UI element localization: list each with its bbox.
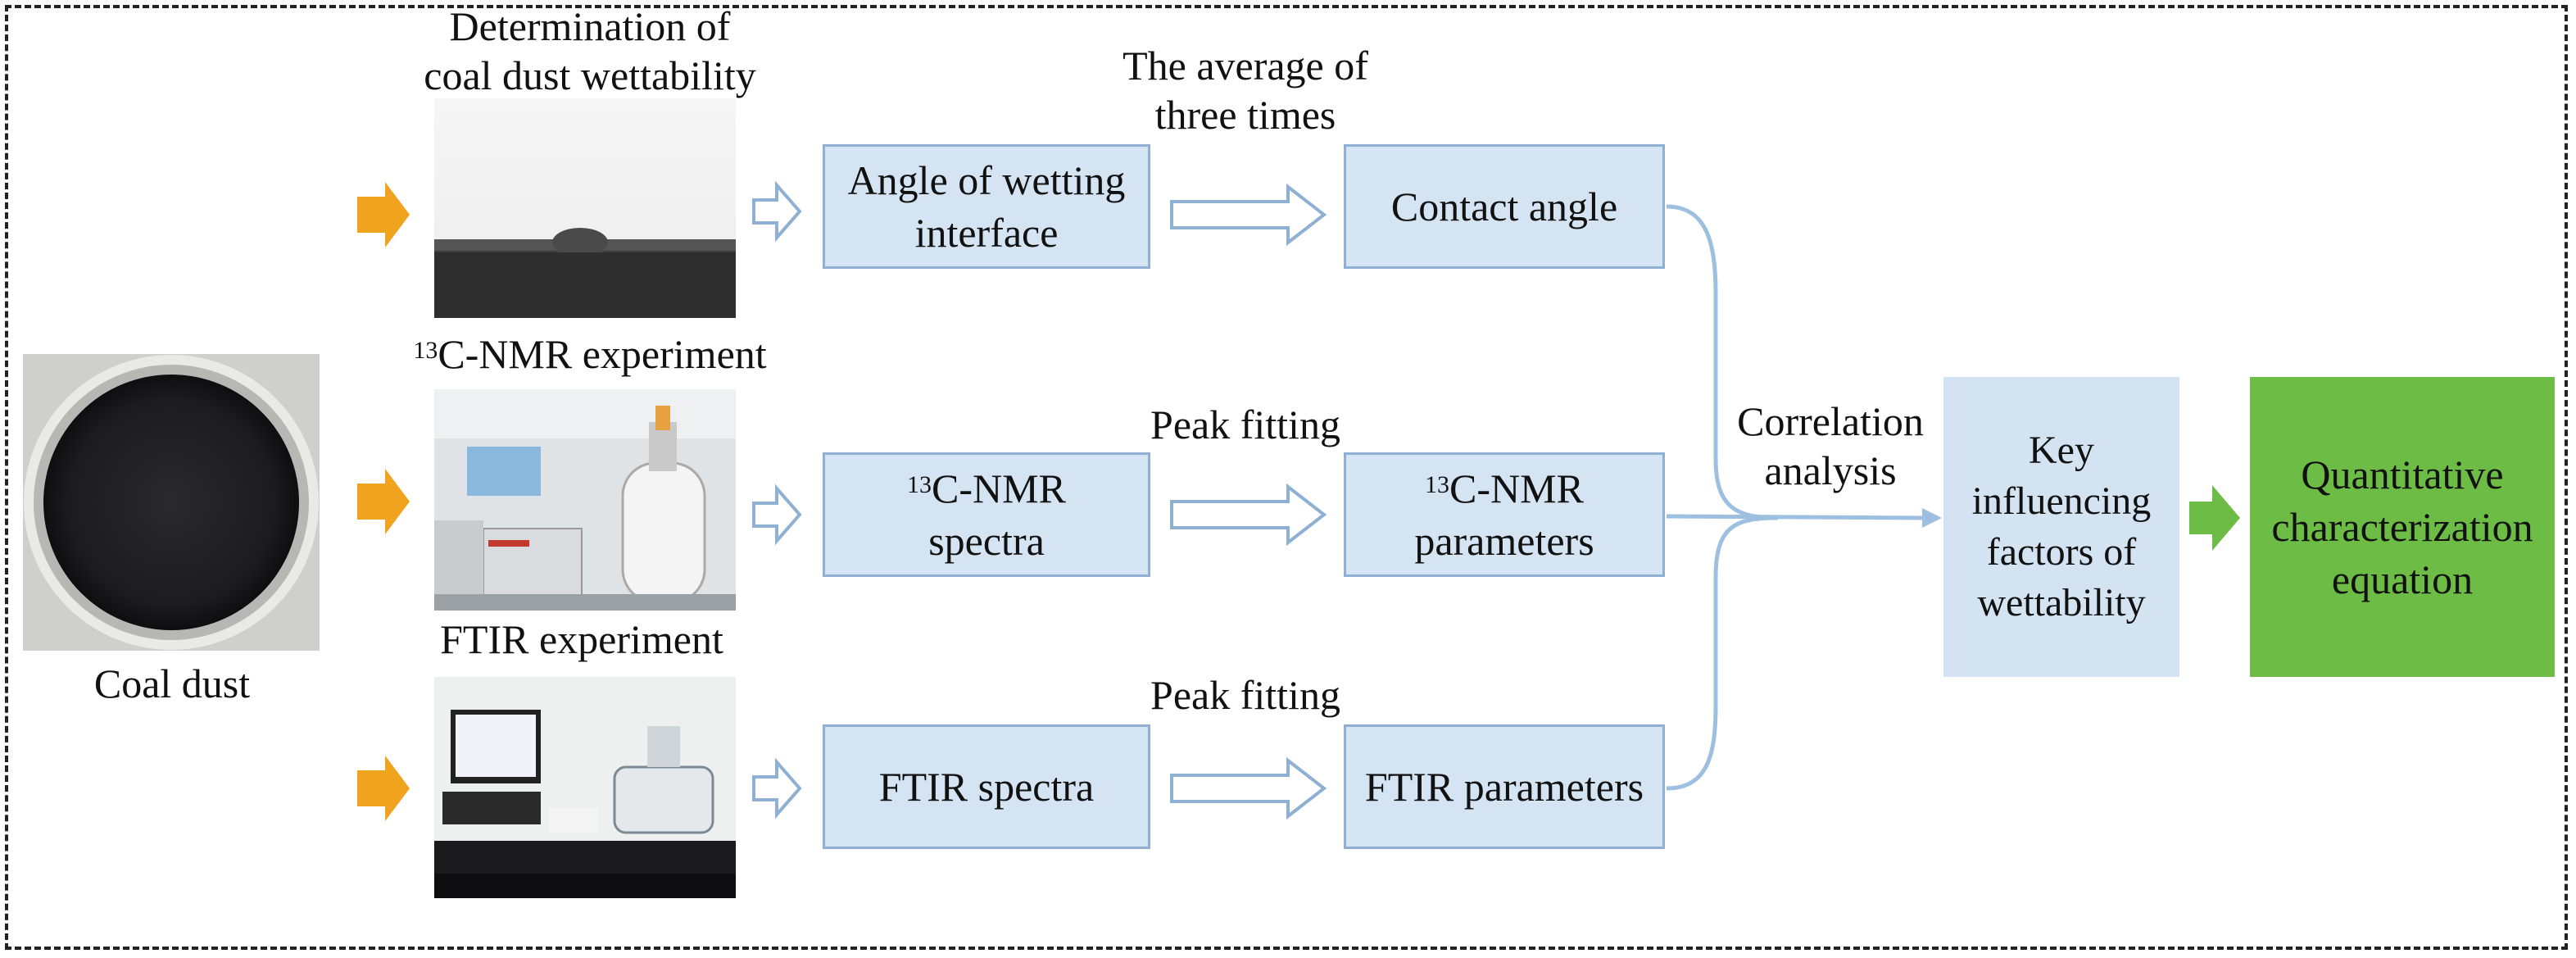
contact-angle-photo bbox=[434, 98, 736, 318]
contact-angle-label: Contact angle bbox=[1390, 184, 1618, 229]
row2-peak-fitting-label: Peak fitting bbox=[1150, 402, 1340, 447]
orange-arrow-row1 bbox=[357, 182, 410, 247]
quant-eq-line1: Quantitative bbox=[2301, 452, 2504, 497]
correlation-connectors bbox=[1666, 204, 1926, 791]
key-factors-line3: factors of bbox=[1986, 530, 2137, 574]
connector-row3 bbox=[1666, 515, 1779, 791]
nmr-spectra-line1: C-NMR bbox=[932, 465, 1066, 511]
row3-experiment-label: FTIR experiment bbox=[440, 616, 723, 662]
ftir-lab-photo bbox=[434, 677, 736, 898]
nmr-parameters-line1: C-NMR bbox=[1449, 465, 1584, 511]
nmr-lab-photo bbox=[434, 389, 736, 611]
hollow-arrow-row2 bbox=[752, 484, 802, 546]
long-arrow-row1 bbox=[1170, 183, 1327, 247]
quant-eq-line3: equation bbox=[2331, 556, 2474, 602]
row1-experiment-line1: Determination of bbox=[449, 3, 731, 49]
nmr-spectra-line2: spectra bbox=[928, 518, 1045, 564]
ftir-parameters-label: FTIR parameters bbox=[1364, 764, 1644, 810]
contact-angle-box: Contact angle bbox=[1344, 144, 1665, 269]
connector-row2 bbox=[1666, 514, 1926, 520]
nmr-parameters-sup: 13 bbox=[1425, 471, 1450, 498]
long-arrow-row3 bbox=[1170, 756, 1327, 820]
coal-dust-label: Coal dust bbox=[93, 661, 251, 706]
row3-peak-fitting-label: Peak fitting bbox=[1150, 672, 1340, 718]
green-arrow bbox=[2189, 485, 2240, 551]
hollow-arrow-row1 bbox=[752, 180, 802, 243]
coal-dust-photo bbox=[23, 354, 320, 651]
connector-arrowhead bbox=[1922, 508, 1942, 528]
orange-arrows bbox=[357, 182, 410, 821]
hollow-arrow-row3 bbox=[752, 757, 802, 820]
ftir-spectra-label: FTIR spectra bbox=[878, 764, 1095, 810]
orange-arrow-row3 bbox=[357, 756, 410, 821]
nmr-parameters-box: 13C-NMR parameters bbox=[1344, 452, 1665, 577]
orange-arrow-row2 bbox=[357, 469, 410, 534]
angle-of-wetting-box: Angle of wetting interface bbox=[823, 144, 1150, 269]
average-three-times-label: The average of three times bbox=[1090, 41, 1401, 139]
row2-experiment-text: C-NMR experiment bbox=[438, 331, 767, 377]
angle-of-wetting-line1: Angle of wetting bbox=[847, 157, 1126, 203]
correlation-line1: Correlation bbox=[1737, 398, 1924, 444]
nmr-spectra-box: 13C-NMR spectra bbox=[823, 452, 1150, 577]
row1-experiment-line2: coal dust wettability bbox=[424, 52, 756, 98]
key-factors-line4: wettability bbox=[1977, 581, 2146, 624]
average-line1: The average of bbox=[1122, 43, 1368, 89]
long-arrow-row2 bbox=[1170, 483, 1327, 547]
nmr-parameters-line2: parameters bbox=[1414, 518, 1594, 564]
correlation-analysis-label: Correlation analysis bbox=[1716, 397, 1945, 495]
row2-experiment-sup: 13 bbox=[413, 337, 438, 364]
hollow-arrows-photo bbox=[752, 180, 802, 820]
ftir-spectra-box: FTIR spectra bbox=[823, 724, 1150, 849]
ftir-parameters-box: FTIR parameters bbox=[1344, 724, 1665, 849]
key-factors-line2: influencing bbox=[1971, 479, 2152, 523]
row2-experiment-label: 13C-NMR experiment bbox=[385, 329, 795, 379]
key-factors-line1: Key bbox=[2029, 429, 2094, 472]
nmr-spectra-sup: 13 bbox=[907, 471, 932, 498]
key-factors-box: Key influencing factors of wettability bbox=[1943, 377, 2179, 677]
hollow-arrows-long bbox=[1170, 183, 1327, 820]
dashed-border bbox=[5, 5, 2568, 950]
row1-experiment-label: Determination of coal dust wettability bbox=[377, 2, 803, 100]
average-line2: three times bbox=[1154, 92, 1336, 138]
connector-row1 bbox=[1666, 204, 1779, 520]
correlation-line2: analysis bbox=[1764, 447, 1897, 493]
quantitative-equation-box: Quantitative characterization equation bbox=[2250, 377, 2555, 677]
angle-of-wetting-line2: interface bbox=[914, 210, 1059, 256]
quant-eq-line2: characterization bbox=[2271, 504, 2533, 550]
